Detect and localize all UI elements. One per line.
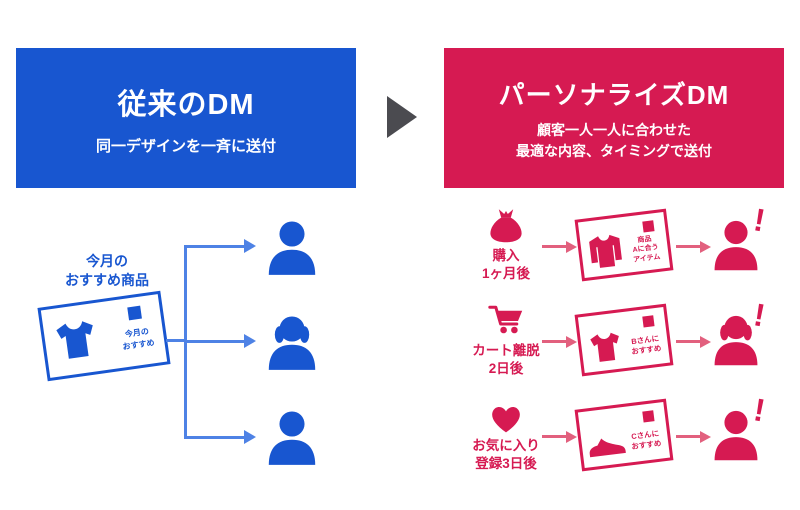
arrowhead-icon [566, 336, 577, 348]
attention-mark: ! [751, 296, 768, 334]
connector-line [676, 245, 700, 248]
connector-line [676, 435, 700, 438]
customer-male-icon [712, 408, 760, 466]
product-thumbnail-square [642, 315, 655, 328]
branch-line-middle [184, 340, 244, 343]
sweater-icon [589, 234, 622, 268]
traditional-dm-title: 従来のDM [117, 88, 255, 121]
broadcast-card-line2: おすすめ [122, 337, 155, 352]
personalized-dm-card-c: Cさんに おすすめ [574, 398, 674, 472]
connector-line [542, 435, 566, 438]
personalized-flow-row-cart: カート離脱 2日後 Bさんに おすすめ ! [456, 295, 790, 391]
trigger-label-cart: カート離脱 2日後 [456, 342, 556, 377]
trigger-line2: 1ヶ月後 [481, 265, 530, 281]
traditional-dm-header: 従来のDM 同一デザインを一斉に送付 [16, 48, 356, 188]
card-connector-line [166, 339, 184, 342]
monthly-label-line1: 今月の [86, 253, 128, 269]
card-line2: Aに合う [632, 244, 660, 255]
personalized-dm-subtitle-line2: 最適な内容、タイミングで送付 [516, 142, 712, 159]
sneaker-icon [589, 438, 626, 458]
arrowhead-icon [244, 239, 256, 253]
customer-female-icon [712, 313, 760, 371]
trigger-line1: 購入 [492, 248, 520, 263]
arrowhead-icon [566, 431, 577, 443]
right-arrow-icon [387, 96, 417, 138]
trigger-line2: 2日後 [488, 360, 524, 376]
tshirt-icon [590, 332, 619, 362]
arrowhead-icon [566, 241, 577, 253]
branch-line-bottom [184, 436, 244, 439]
broadcast-dm-card: 今月の おすすめ [37, 290, 171, 382]
card-line3: アイテム [632, 253, 661, 264]
connector-line [676, 340, 700, 343]
personalized-flow-row-favorite: お気に入り 登録3日後 Cさんに おすすめ ! [456, 390, 790, 486]
trigger-line1: カート離脱 [472, 343, 540, 358]
arrowhead-icon [700, 431, 711, 443]
arrowhead-icon [244, 334, 256, 348]
connector-line [542, 245, 566, 248]
personalized-flow-row-purchase: 購入 1ヶ月後 商品 Aに合う アイテム ! [456, 200, 790, 296]
connector-line [542, 340, 566, 343]
cart-icon [488, 305, 523, 334]
attention-mark: ! [751, 391, 768, 429]
tshirt-icon [56, 321, 93, 359]
monthly-recommendation-label: 今月の おすすめ商品 [45, 252, 169, 290]
personalized-dm-subtitle-line1: 顧客一人一人に合わせた [537, 121, 691, 138]
personalized-dm-card-a: 商品 Aに合う アイテム [574, 208, 674, 282]
arrowhead-icon [244, 430, 256, 444]
traditional-dm-subtitle: 同一デザインを一斉に送付 [95, 137, 276, 155]
pouch-icon [490, 209, 522, 243]
trigger-label-favorite: お気に入り 登録3日後 [456, 437, 556, 472]
personalized-card-text-a: 商品 Aに合う アイテム [622, 233, 669, 266]
branch-line-top [184, 245, 244, 248]
trigger-line1: お気に入り [472, 438, 540, 453]
personalized-dm-header: パーソナライズDM 顧客一人一人に合わせた 最適な内容、タイミングで送付 [444, 48, 784, 188]
attention-mark: ! [751, 201, 768, 239]
broadcast-card-line1: 今月の [124, 326, 150, 340]
personalized-dm-subtitle: 顧客一人一人に合わせた 最適な内容、タイミングで送付 [516, 120, 712, 162]
customer-male-icon [266, 409, 318, 465]
personalized-card-text-c: Cさんに おすすめ [623, 428, 669, 453]
personalized-dm-title: パーソナライズDM [498, 79, 730, 110]
customer-male-icon [266, 219, 318, 275]
trigger-line2: 登録3日後 [475, 455, 537, 471]
arrowhead-icon [700, 336, 711, 348]
trigger-label-purchase: 購入 1ヶ月後 [456, 247, 556, 282]
arrowhead-icon [700, 241, 711, 253]
product-thumbnail-square [642, 410, 655, 423]
card-line1: 商品 [637, 235, 652, 245]
product-thumbnail-square [642, 220, 655, 233]
heart-icon [492, 406, 520, 433]
customer-male-icon [712, 218, 760, 276]
broadcast-card-text: 今月の おすすめ [108, 324, 167, 355]
monthly-label-line2: おすすめ商品 [65, 271, 149, 288]
personalized-card-text-b: Bさんに おすすめ [623, 333, 669, 358]
customer-female-icon [266, 314, 318, 370]
personalized-dm-card-b: Bさんに おすすめ [574, 303, 674, 377]
product-thumbnail-square [127, 305, 142, 321]
